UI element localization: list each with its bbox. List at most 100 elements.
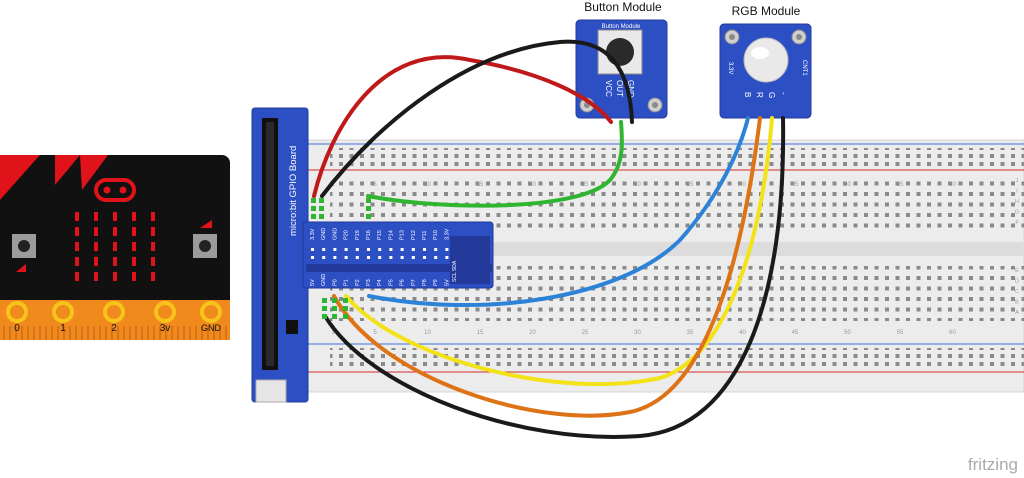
button-module-board-label: Button Module [602, 24, 641, 30]
column-number-top: 20 [529, 182, 536, 188]
led-pixel [132, 272, 136, 281]
row-letter: D [1015, 279, 1019, 285]
led-pixel [75, 212, 79, 221]
column-number-bottom: 55 [897, 330, 904, 336]
led-pixel [151, 227, 155, 236]
microbit-pin-label: 0 [14, 323, 20, 334]
microbit-logo [94, 178, 136, 202]
column-number-top: 10 [424, 182, 431, 188]
microbit-pin-label: GND [201, 323, 222, 333]
gpio-pin-label: GND [321, 274, 327, 286]
gpio-pin-label: P10 [433, 230, 439, 240]
led-pixel [132, 212, 136, 221]
led-pixel [94, 212, 98, 221]
wire-yellow-rgb-g[interactable] [344, 116, 774, 387]
rgb-led [743, 37, 789, 83]
column-number-bottom: 30 [634, 330, 641, 336]
row-letter: J [1016, 178, 1019, 184]
rgb-voltage-label: 3.3V [727, 62, 733, 74]
row-letter: I [1016, 189, 1018, 195]
gpio-pin-label: 3.3V [310, 228, 316, 240]
rgb-module: 3.3V CNT1 B R G - [719, 23, 812, 119]
wire-black-rgb-gnd[interactable] [323, 116, 786, 439]
button-pin-gnd-label: GND [626, 80, 635, 98]
microbit-pin-2: 2 [103, 301, 125, 334]
wire-blue-rgb-b[interactable] [367, 116, 750, 308]
row-letter: B [1015, 300, 1019, 306]
led-pixel [113, 242, 117, 251]
column-number-bottom: 60 [949, 330, 956, 336]
column-number-bottom: 45 [792, 330, 799, 336]
gpio-pin-label: P1 [344, 279, 350, 286]
gpio-pin-label: P19 [355, 230, 361, 240]
microbit-button-a[interactable] [12, 234, 36, 258]
column-number-top: 50 [844, 182, 851, 188]
led-pixel [94, 242, 98, 251]
rgb-pin-gnd-label: - [779, 92, 788, 95]
gpio-pin-label: P13 [400, 230, 406, 240]
led-pixel [113, 227, 117, 236]
led-pixel [151, 272, 155, 281]
column-number-top: 1 [331, 182, 335, 188]
column-number-top: 25 [582, 182, 589, 188]
column-number-bottom: 40 [739, 330, 746, 336]
row-letter: H [1015, 199, 1019, 205]
gpio-pin-label: P8 [422, 279, 428, 286]
microbit-pin-1: 1 [52, 301, 74, 334]
rgb-pin-r-label: R [755, 92, 764, 98]
gpio-pin-label: P7 [411, 279, 417, 286]
gpio-pin-label: P0 [332, 279, 338, 286]
button-pin-out-label: OUT [615, 80, 624, 97]
usb-connector [255, 379, 287, 403]
column-number-bottom: 35 [687, 330, 694, 336]
column-number-bottom: 15 [477, 330, 484, 336]
gpio-pin-label: P3 [366, 279, 372, 286]
row-letter: A [1015, 310, 1019, 316]
gpio-pin-label: 3.3V [444, 228, 450, 240]
wire-red-vcc[interactable] [312, 55, 613, 198]
push-button-cap[interactable] [606, 38, 634, 66]
wire-orange-rgb-r[interactable] [332, 116, 762, 418]
column-number-top: 35 [687, 182, 694, 188]
column-number-top: 15 [477, 182, 484, 188]
gpio-pin-label: 5V [444, 279, 450, 286]
button-module-title: Button Module [584, 0, 662, 14]
led-pixel [151, 242, 155, 251]
gpio-pin-label: P14 [388, 230, 394, 240]
column-number-bottom: 10 [424, 330, 431, 336]
rgb-pin-b-label: B [743, 92, 752, 97]
led-pixel [75, 242, 79, 251]
microbit-pin-0: 0 [6, 301, 28, 334]
button-pin-vcc-label: VCC [604, 80, 613, 97]
wires [312, 39, 786, 439]
column-number-bottom: 5 [373, 330, 377, 336]
column-number-top: 45 [792, 182, 799, 188]
gpio-pin-label: GND [321, 228, 327, 240]
led-pixel [94, 257, 98, 266]
column-number-bottom: 20 [529, 330, 536, 336]
led-pixel [113, 212, 117, 221]
microbit-led-matrix [75, 212, 155, 281]
gpio-pin-label: P9 [433, 279, 439, 286]
led-pixel [113, 257, 117, 266]
column-number-top: 40 [739, 182, 746, 188]
led-pixel [151, 212, 155, 221]
rgb-pin-g-label: G [767, 92, 776, 98]
wire-black-gnd-button[interactable] [320, 39, 634, 198]
column-number-top: 60 [949, 182, 956, 188]
microbit-button-b[interactable] [193, 234, 217, 258]
column-number-top: 30 [634, 182, 641, 188]
microbit-pin-3v: 3v [154, 301, 176, 334]
gpio-pin-label: P5 [388, 279, 394, 286]
gpio-pin-label: P12 [411, 230, 417, 240]
breadboard-column-numbers: 1155101015152020252530303535404045455050… [331, 182, 956, 336]
gpio-pin-label: P6 [400, 279, 406, 286]
svg-text:SCL SDA: SCL SDA [452, 260, 458, 282]
gpio-pin-label: P11 [422, 231, 428, 240]
rgb-module-title: RGB Module [732, 4, 801, 18]
wire-green-button-out[interactable] [366, 120, 624, 208]
